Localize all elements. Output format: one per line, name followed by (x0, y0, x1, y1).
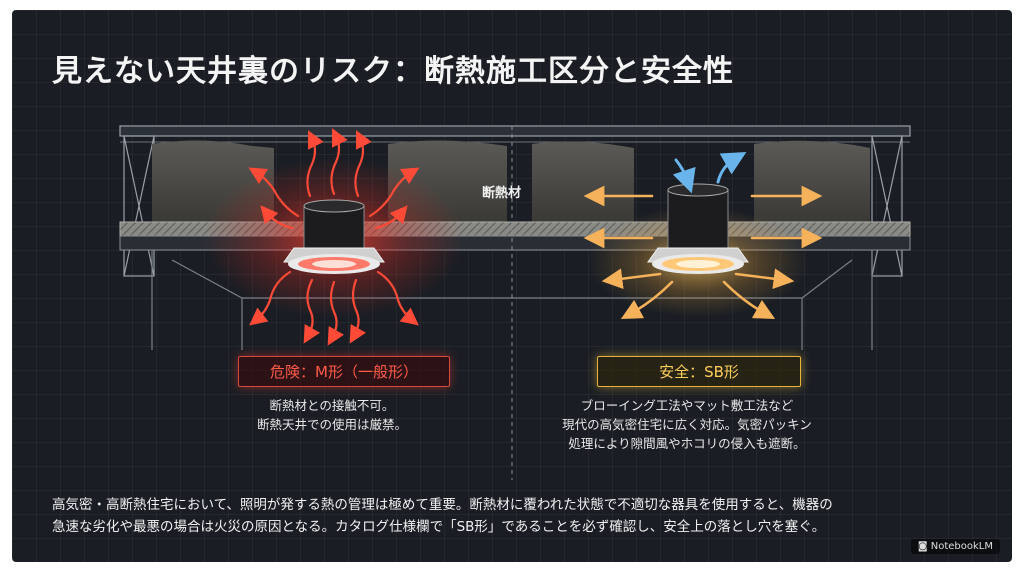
sb-type-downlight (588, 183, 808, 317)
safe-line: 処理により隙間風やホコリの侵入も遮断。 (568, 436, 806, 451)
side-posts (123, 135, 903, 277)
insulation-blocks (152, 140, 870, 222)
safe-tag: 安全：SB形 (597, 356, 801, 387)
danger-line: 断熱材との接触不可。 (269, 398, 395, 413)
ceiling-cross-section-diagram (119, 125, 911, 480)
badge-label: NotebookLM (930, 541, 993, 552)
top-beam (119, 125, 911, 143)
summary-line: 急速な劣化や最悪の場合は火災の原因となる。カタログ仕様欄で「SB形」であることを… (52, 519, 826, 535)
page-title: 見えない天井裏のリスク：断熱施工区分と安全性 (52, 54, 734, 89)
danger-tag: 危険：M形（一般形） (238, 356, 450, 387)
safe-line: ブローイング工法やマット敷工法など (580, 398, 794, 413)
room-outline (151, 250, 873, 350)
insulation-label: 断熱材 (482, 186, 522, 201)
m-type-downlight (204, 158, 464, 318)
summary-line: 高気密・高断熱住宅において、照明が発する熱の管理は極めて重要。断熱材に覆われた状… (52, 497, 833, 513)
safe-line: 現代の高気密住宅に広く対応。気密パッキン (562, 417, 812, 432)
safe-description: ブローイング工法やマット敷工法など 現代の高気密住宅に広く対応。気密パッキン 処… (532, 396, 842, 453)
heat-arrows-orange (583, 185, 823, 319)
heat-arrows-red (248, 128, 420, 346)
airflow-arrows-blue (672, 152, 747, 194)
danger-description: 断熱材との接触不可。 断熱天井での使用は厳禁。 (217, 396, 447, 434)
summary-text: 高気密・高断熱住宅において、照明が発する熱の管理は極めて重要。断熱材に覆われた状… (52, 494, 833, 538)
notebook-icon: ◙ (917, 541, 931, 552)
slide: 見えない天井裏のリスク：断熱施工区分と安全性 断熱材 危険：M形（一般形） 断熱… (12, 10, 1012, 562)
danger-line: 断熱天井での使用は厳禁。 (256, 417, 407, 432)
notebooklm-badge: ◙ NotebookLM (910, 539, 1000, 554)
